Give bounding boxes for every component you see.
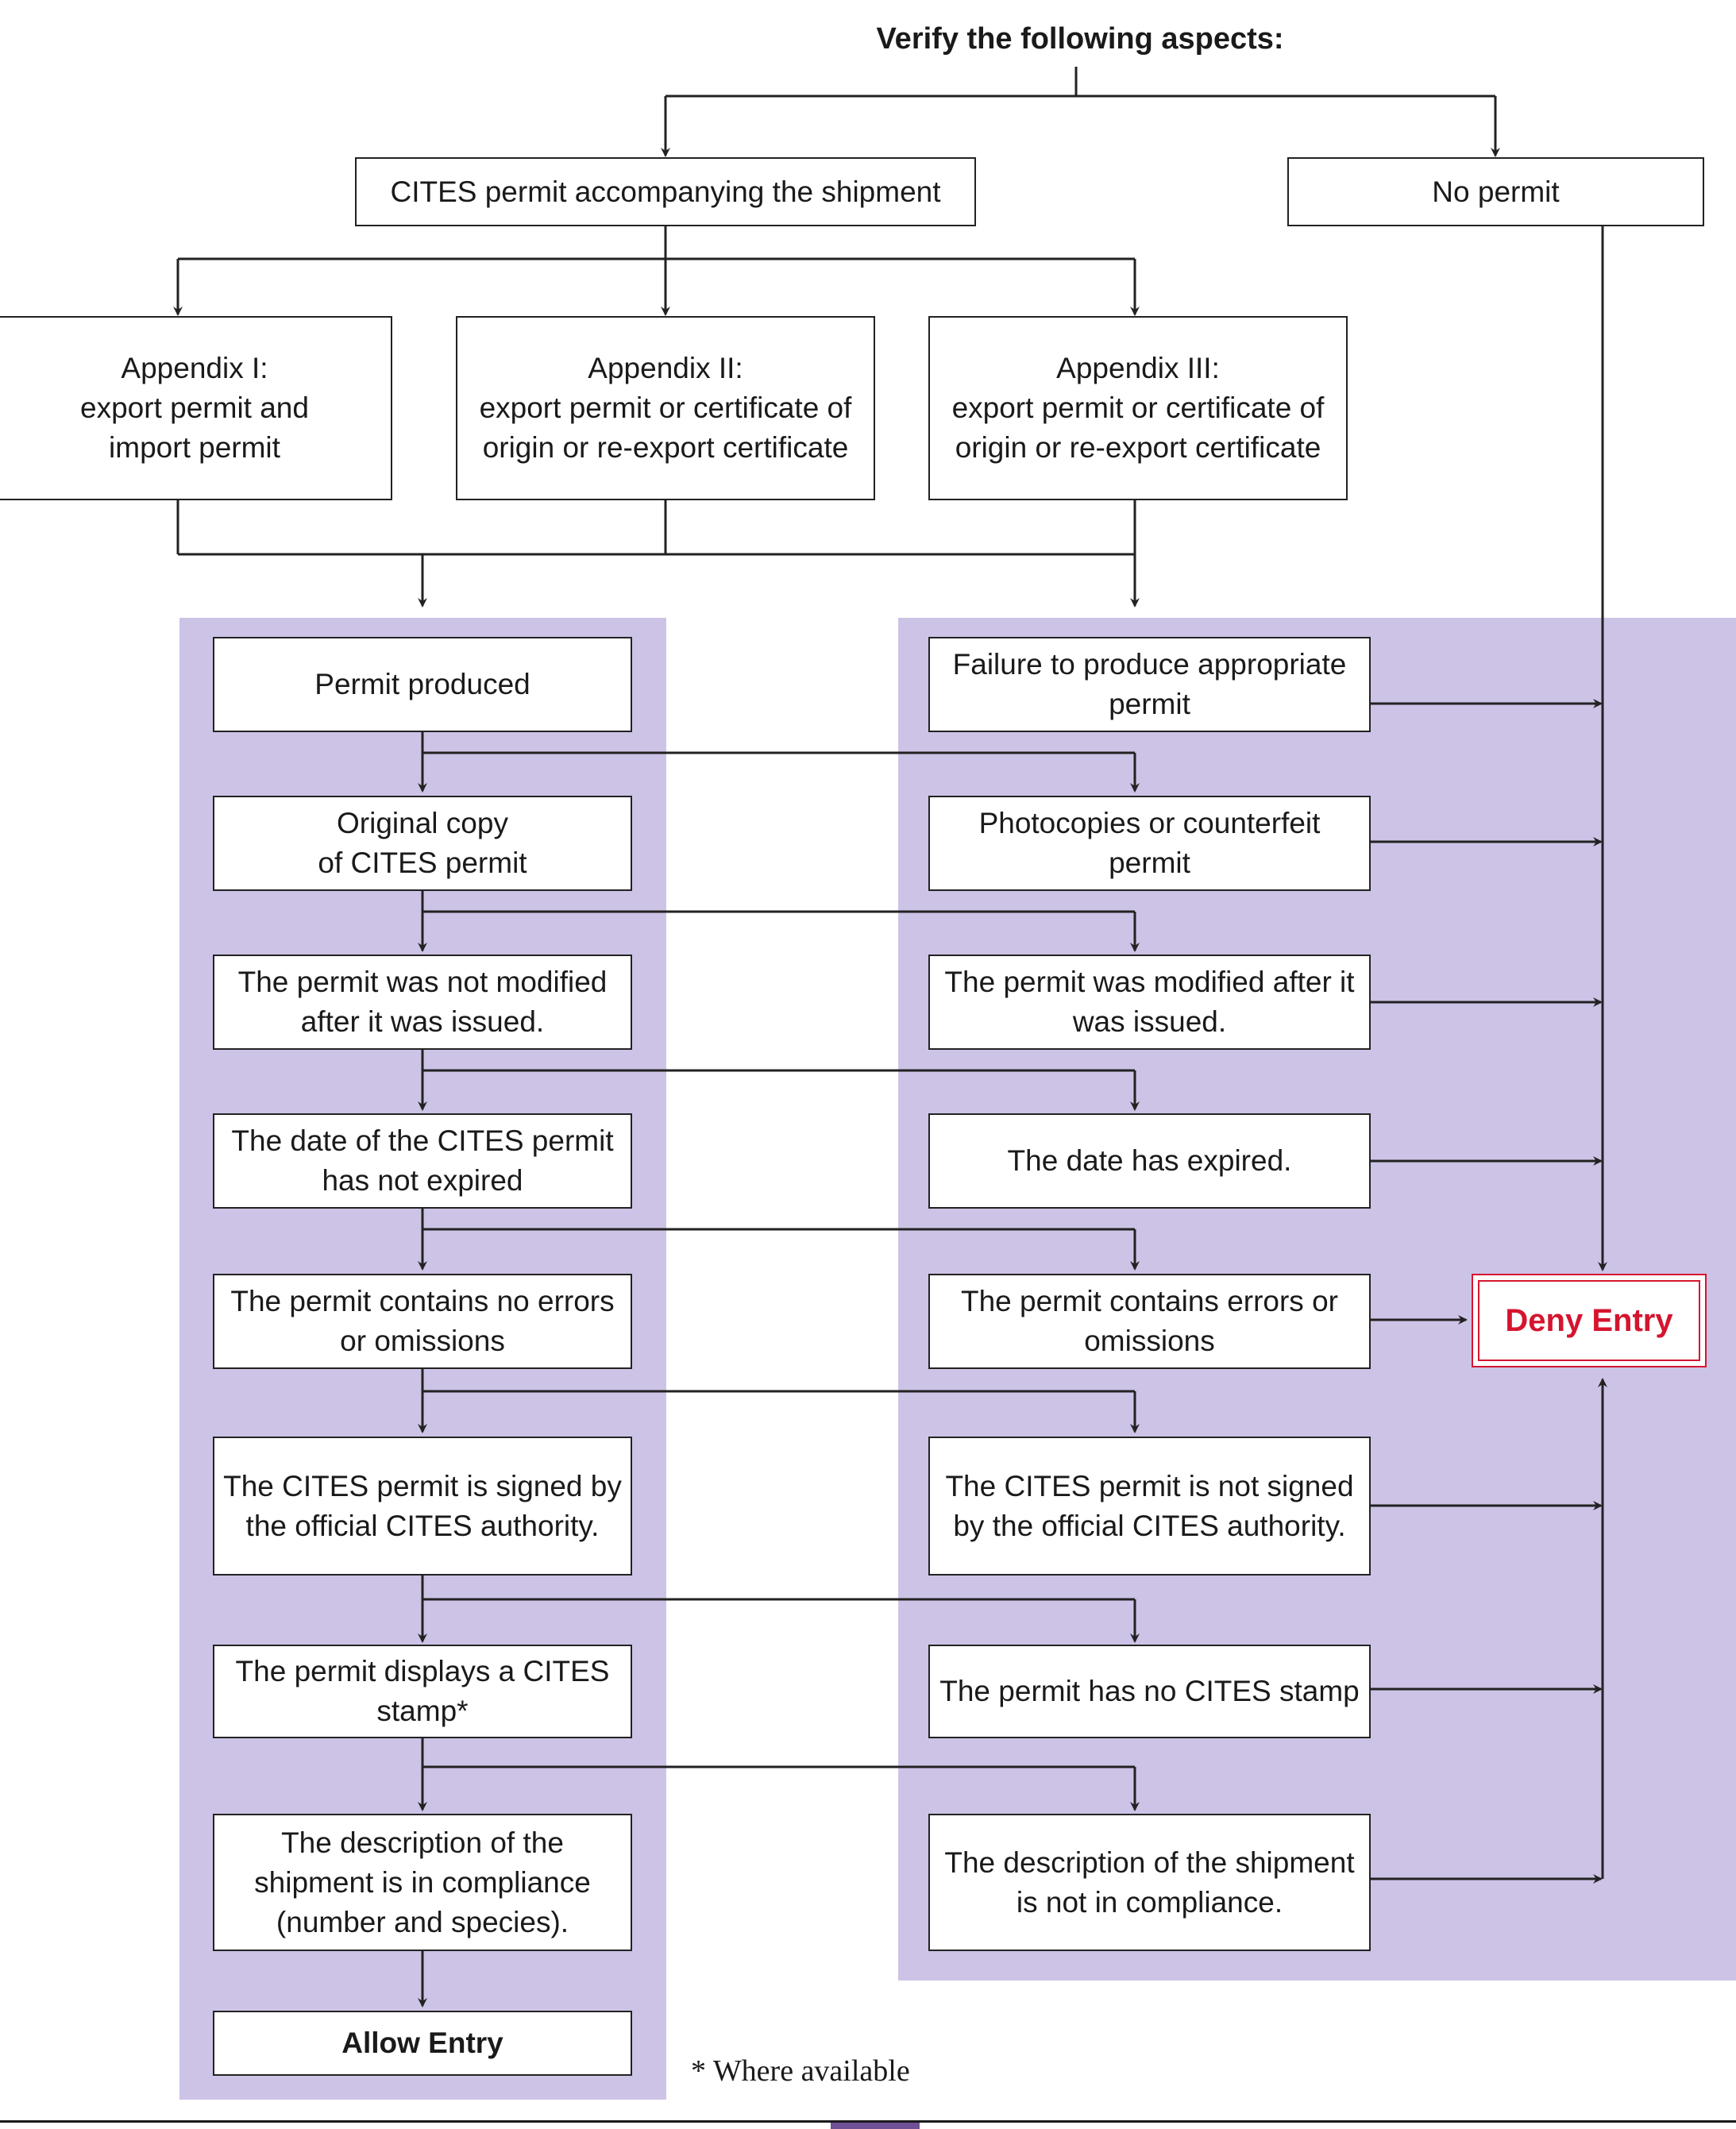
check-signed: The CITES permit is signed by the offici… [213, 1437, 632, 1576]
page-tab [831, 2123, 920, 2129]
fail-modified: The permit was modified after it was iss… [928, 955, 1371, 1050]
check-not-expired: The date of the CITES permit has not exp… [213, 1113, 632, 1209]
fail-description: The description of the shipment is not i… [928, 1814, 1371, 1951]
footnote: * Where available [691, 2054, 910, 2088]
diagram-title: Verify the following aspects: [876, 22, 1284, 56]
page-rule [0, 2120, 1736, 2123]
allow-entry-box: Allow Entry [213, 2011, 632, 2076]
check-permit-produced: Permit produced [213, 637, 632, 732]
fail-not-signed: The CITES permit is not signed by the of… [928, 1437, 1371, 1576]
check-no-errors: The permit contains no errors or omissio… [213, 1274, 632, 1369]
fail-photocopy: Photocopies or counterfeit permit [928, 796, 1371, 891]
check-not-modified: The permit was not modified after it was… [213, 955, 632, 1050]
cites-permit-box: CITES permit accompanying the shipment [355, 157, 976, 226]
appendix-1-box: Appendix I: export permit and import per… [0, 316, 392, 500]
check-stamp: The permit displays a CITES stamp* [213, 1645, 632, 1738]
deny-entry-box: Deny Entry [1472, 1274, 1707, 1367]
fail-no-permit: Failure to produce appropriate permit [928, 637, 1371, 732]
deny-entry-label: Deny Entry [1478, 1280, 1700, 1361]
fail-expired: The date has expired. [928, 1113, 1371, 1209]
appendix-2-box: Appendix II: export permit or certificat… [456, 316, 875, 500]
appendix-3-box: Appendix III: export permit or certifica… [928, 316, 1348, 500]
fail-no-stamp: The permit has no CITES stamp [928, 1645, 1371, 1738]
check-original-copy: Original copy of CITES permit [213, 796, 632, 891]
no-permit-box: No permit [1287, 157, 1704, 226]
fail-errors: The permit contains errors or omissions [928, 1274, 1371, 1369]
check-description-compliant: The description of the shipment is in co… [213, 1814, 632, 1951]
